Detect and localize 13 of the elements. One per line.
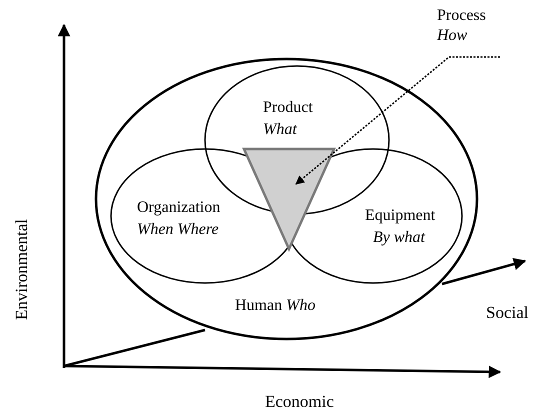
node-sublabel: What	[263, 120, 297, 139]
node-sublabel: How	[437, 26, 468, 45]
node-label: Equipment	[365, 206, 436, 225]
node-sublabel: When Where	[137, 220, 219, 239]
axis-label: Environmental	[12, 218, 32, 320]
axis-label: Social	[486, 303, 528, 323]
leader-arrow	[295, 56, 500, 185]
node-label: Organization	[137, 198, 220, 217]
axis-label: Economic	[265, 392, 334, 412]
node-label: Human Who	[235, 296, 316, 315]
node-label: Product	[263, 98, 313, 117]
node-sublabel: By what	[373, 228, 425, 247]
node-label: Process	[437, 6, 486, 25]
